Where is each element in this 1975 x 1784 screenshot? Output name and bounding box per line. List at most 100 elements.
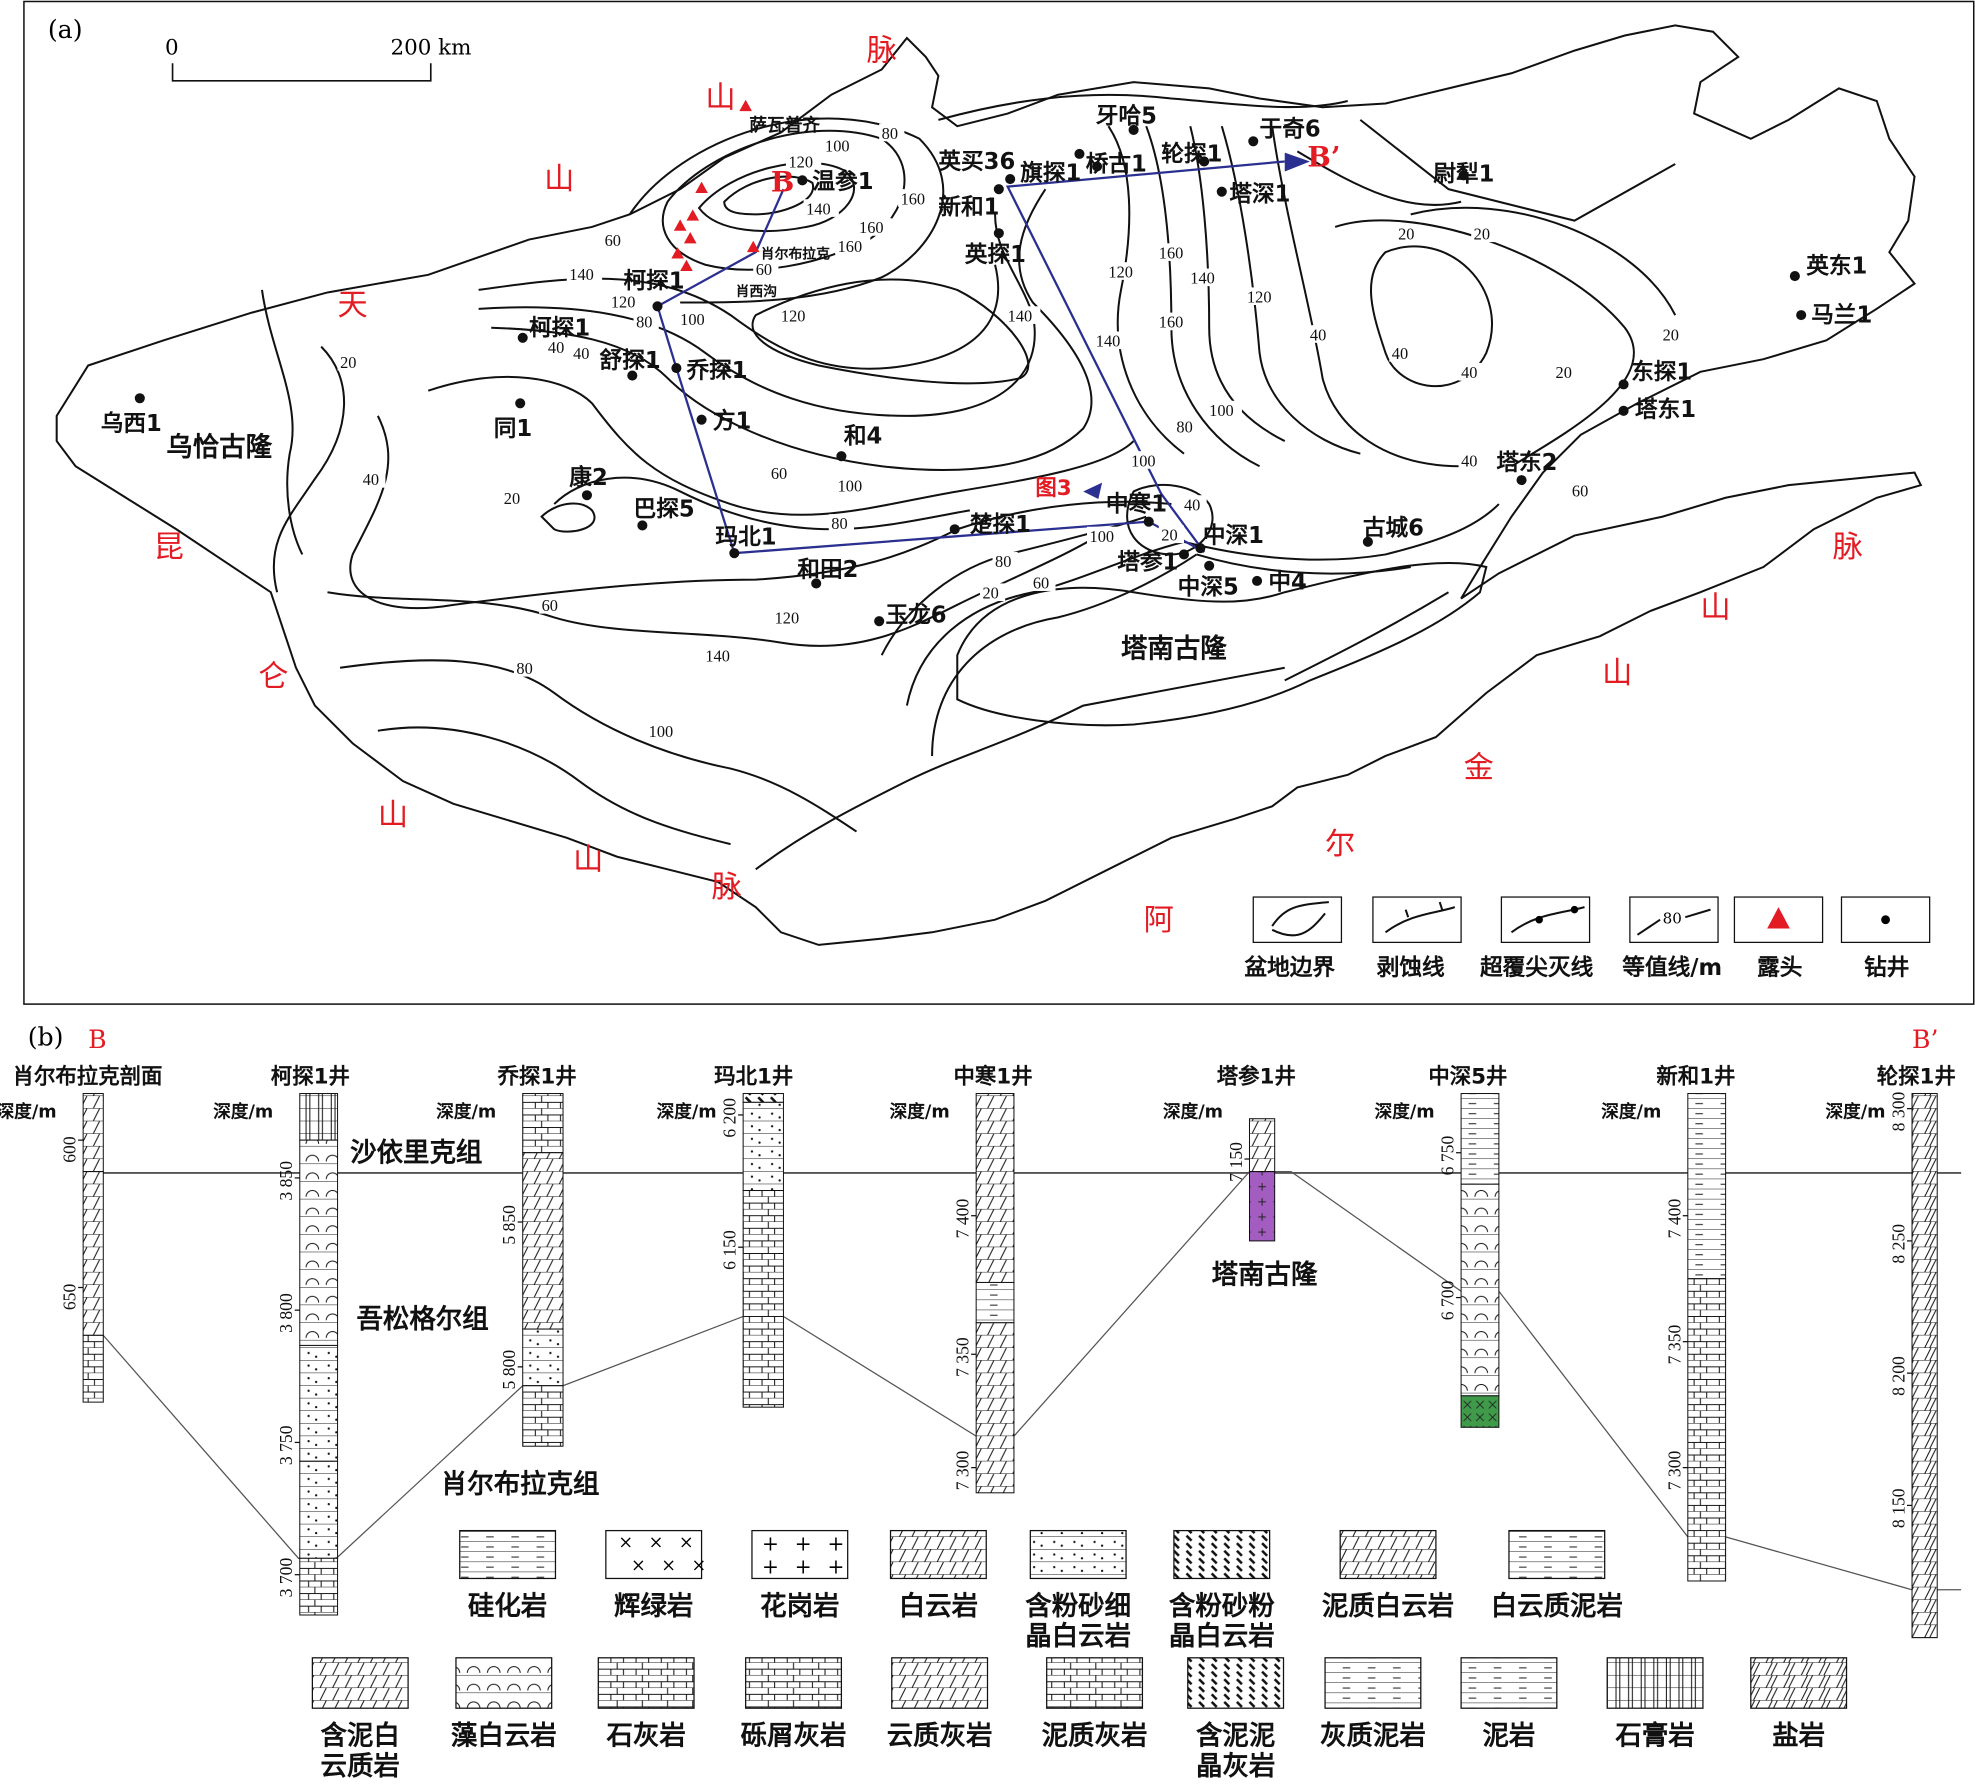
lithology-legend-item: 硅化岩 — [459, 1529, 557, 1622]
contour-label-background — [702, 646, 739, 665]
lithology-swatch — [1187, 1657, 1285, 1709]
well-dot-icon — [581, 490, 592, 501]
lithology-label: 灰质泥岩 — [1320, 1721, 1426, 1752]
lithology-label: 泥岩 — [1483, 1721, 1536, 1752]
lithology-segment — [299, 1093, 339, 1141]
erosion-line-kunlun — [260, 289, 304, 555]
contour-label-background — [1087, 526, 1123, 545]
contour-label-background — [772, 608, 808, 627]
lithology-label: 硅化岩 — [468, 1591, 547, 1622]
depth-axis-label: 深度/m — [1601, 1100, 1661, 1122]
outcrop-sawapuqi-label: 萨瓦普齐 — [749, 114, 820, 136]
lithology-label: 白云岩 — [899, 1591, 978, 1622]
legend-label: 钻井 — [1864, 955, 1909, 981]
diabase-cross-icon: × — [631, 1556, 646, 1576]
contour-label-background — [545, 337, 571, 356]
contour-label-background — [835, 476, 871, 494]
lithology-segment — [522, 1093, 564, 1154]
region-tanan-uplift: 塔南古隆 — [1121, 634, 1227, 665]
contour-value-label: 60 — [771, 464, 787, 483]
contour-label-background — [879, 123, 905, 142]
outcrop-triangle-icon — [1767, 907, 1790, 929]
lithology-segment — [975, 1322, 1015, 1494]
contour-value-label: 20 — [1556, 363, 1572, 382]
lithology-swatch — [891, 1657, 989, 1709]
legend-label: 露头 — [1757, 955, 1802, 981]
lithology-legend-item: 泥质白云岩 — [1322, 1529, 1454, 1622]
well-label: 玛北1 — [715, 524, 776, 550]
lithology-segment — [1248, 1171, 1276, 1242]
section-end-b-prime: B’ — [1307, 140, 1340, 173]
contour-value-label: 40 — [363, 470, 379, 489]
well-dot-icon — [1248, 136, 1259, 147]
well-dot-icon — [993, 184, 1004, 195]
column-title: 肖尔布拉克剖面 — [13, 1063, 163, 1089]
lithology-swatch — [745, 1657, 843, 1709]
contour-value-label: 80 — [831, 514, 847, 533]
column-title: 中寒1井 — [953, 1063, 1032, 1089]
lithology-label: 含泥白 — [321, 1721, 400, 1752]
depth-tick: 5 800 — [499, 1350, 519, 1390]
arrow-head-icon — [1284, 152, 1310, 172]
well-dot-icon — [1458, 170, 1469, 181]
well-label: 英探1 — [965, 241, 1026, 268]
contour-label-background — [1458, 451, 1484, 469]
lithology-swatch — [1508, 1529, 1606, 1580]
depth-axis-label: 深度/m — [213, 1100, 273, 1122]
contour-value-label: 100 — [825, 136, 850, 155]
well-dot-icon — [1881, 915, 1890, 925]
lithology-legend-item: 盐岩 — [1750, 1657, 1848, 1752]
contour-value-label: 100 — [1209, 401, 1234, 420]
contour-value-label: 140 — [1008, 306, 1033, 325]
contour-value-label: 100 — [649, 722, 674, 741]
depth-axis-label: 深度/m — [657, 1100, 717, 1122]
legend-well: 钻井 — [1840, 896, 1931, 981]
contour-value-label: 20 — [1663, 325, 1679, 344]
well-label: 中深5 — [1178, 575, 1239, 601]
lithology-swatch — [311, 1657, 409, 1709]
contour-value-label: 160 — [859, 218, 884, 237]
granite-plus-icon: + — [795, 1532, 812, 1556]
well-dot-icon — [729, 548, 740, 559]
depth-tick: 6 150 — [720, 1230, 740, 1270]
contour-label-background — [1660, 325, 1686, 343]
depth-tick: 600 — [60, 1136, 80, 1163]
contour-value-label: 120 — [611, 293, 636, 312]
lithology-label: 砾屑灰岩 — [741, 1721, 847, 1752]
contour-label-background — [1187, 268, 1224, 287]
well-label: 尉犁1 — [1433, 162, 1494, 188]
well-label: 古城6 — [1363, 515, 1424, 542]
mountain-label: 山 — [378, 798, 408, 833]
depth-tick: 3 700 — [276, 1558, 296, 1598]
contour-value-label: 40 — [1461, 451, 1477, 470]
mountain-label: 金 — [1464, 750, 1494, 785]
map-frame — [23, 0, 1975, 1005]
contour-label-background — [1156, 312, 1192, 331]
mountain-label: 脉 — [1833, 530, 1863, 565]
lithology-swatch — [459, 1529, 557, 1580]
well-dot-icon — [637, 520, 648, 531]
lithology-legend-item: 砾屑灰岩 — [741, 1657, 847, 1752]
depth-axis-label: 深度/m — [890, 1100, 950, 1122]
lithology-label: 盐岩 — [1772, 1721, 1825, 1752]
depth-axis-label: 深度/m — [1826, 1100, 1886, 1122]
diabase-cross-icon: × — [692, 1556, 707, 1576]
mountain-label: 阿 — [1144, 903, 1174, 938]
contour-label-background — [1156, 243, 1192, 261]
well-label: 同1 — [494, 416, 532, 442]
well-dot-icon — [874, 616, 885, 627]
lithology-label: 泥质白云岩 — [1322, 1591, 1454, 1622]
contour-value-label: 20 — [1161, 526, 1177, 545]
contour-value-label: 60 — [1572, 481, 1588, 500]
figure-3-reference: 图3 — [1035, 476, 1071, 501]
legend-label: 盆地边界 — [1244, 954, 1335, 981]
